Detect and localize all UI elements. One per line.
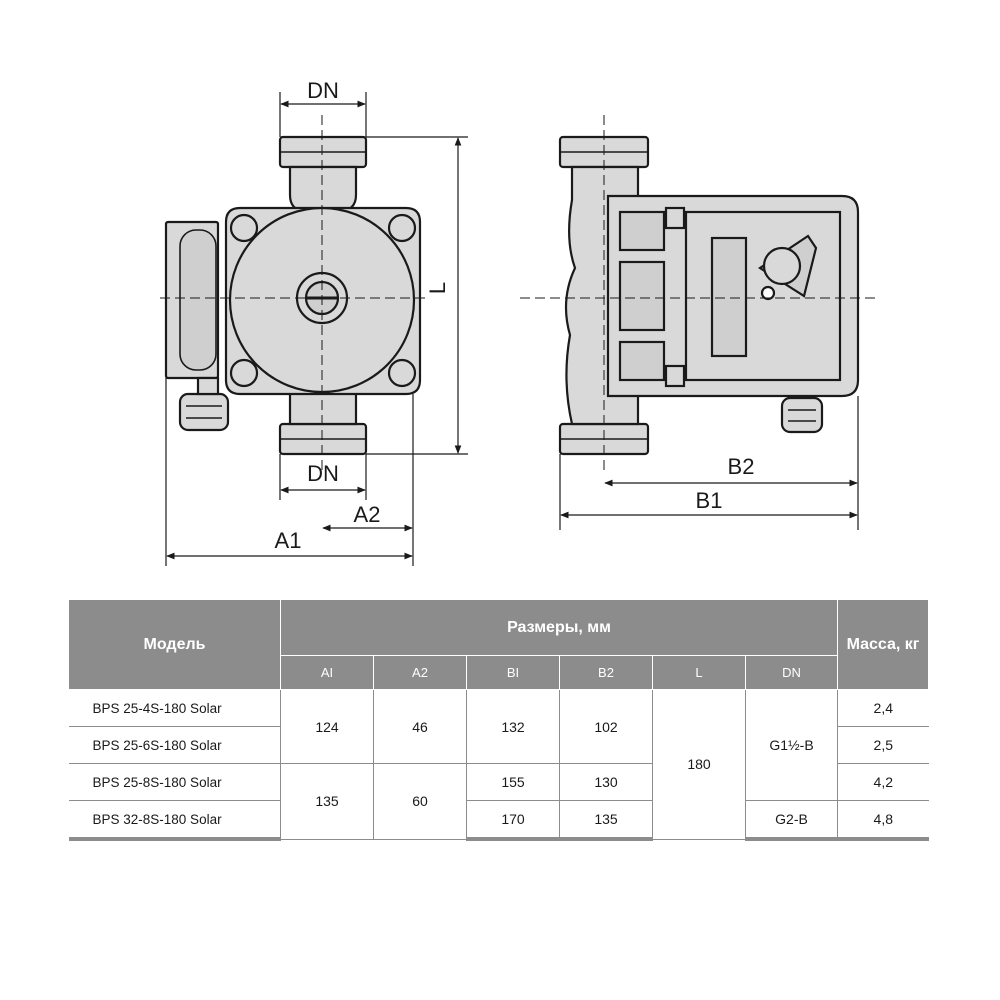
cell-b1: 155 <box>466 763 560 801</box>
pump-dimension-drawing: DN DN L A1 A2 B2 B1 <box>160 78 880 566</box>
header-mass: Масса, кг <box>837 599 930 690</box>
table-row: BPS 32-8S-180 Solar 170 135 G2-B 4,8 <box>68 800 929 841</box>
header-a2: A2 <box>373 655 467 690</box>
cell-mass: 4,8 <box>837 800 929 841</box>
cell-dn: G1½-B <box>744 689 838 801</box>
dim-label-a2: A2 <box>354 502 381 527</box>
corner-bolt <box>229 213 259 243</box>
dim-label-dn-bottom: DN <box>307 461 339 486</box>
cell-b1: 132 <box>466 689 560 764</box>
cell-model: BPS 25-4S-180 Solar <box>68 689 281 727</box>
dim-label-a1: A1 <box>275 528 302 553</box>
cell-mass: 4,2 <box>837 763 929 801</box>
cell-b2: 102 <box>559 689 653 764</box>
cell-a2: 46 <box>373 689 467 764</box>
dim-label-l: L <box>425 282 450 294</box>
cell-a2: 60 <box>373 763 467 840</box>
cell-model: BPS 25-6S-180 Solar <box>68 726 281 764</box>
spec-table: Модель Размеры, мм Масса, кг AI A2 BI B2… <box>68 599 930 841</box>
table-row: BPS 25-8S-180 Solar 135 60 155 130 4,2 <box>68 763 929 840</box>
corner-bolt <box>387 358 417 388</box>
header-l: L <box>652 655 746 690</box>
corner-bolt <box>387 213 417 243</box>
display-window <box>710 236 748 358</box>
header-a1: AI <box>280 655 374 690</box>
cell-dn: G2-B <box>744 800 838 841</box>
cell-model: BPS 25-8S-180 Solar <box>68 763 281 801</box>
cell-b2: 135 <box>559 800 653 841</box>
corner-bolt <box>229 358 259 388</box>
cell-a1: 135 <box>280 763 374 840</box>
pump-front-view <box>164 135 422 456</box>
header-b1: BI <box>466 655 560 690</box>
cell-mass: 2,4 <box>837 689 929 727</box>
header-dn: DN <box>744 655 839 690</box>
cable-gland <box>178 392 230 432</box>
cell-b1: 170 <box>466 800 560 841</box>
table-row: BPS 25-6S-180 Solar 2,5 <box>68 726 929 764</box>
header-dimensions: Размеры, мм <box>279 599 839 656</box>
cell-a1: 124 <box>280 689 374 764</box>
dim-label-dn-top: DN <box>307 78 339 103</box>
cell-mass: 2,5 <box>837 726 929 764</box>
pump-side-view <box>558 135 860 456</box>
cell-model: BPS 32-8S-180 Solar <box>68 800 281 841</box>
dim-label-b1: B1 <box>696 488 723 513</box>
header-b2: B2 <box>559 655 653 690</box>
dim-label-b2: B2 <box>728 454 755 479</box>
cell-l: 180 <box>652 689 746 840</box>
table-row: BPS 25-4S-180 Solar 124 46 132 102 180 G… <box>68 689 929 840</box>
side-cable-gland <box>780 396 824 434</box>
cell-b2: 130 <box>559 763 653 801</box>
header-model: Модель <box>68 599 281 690</box>
